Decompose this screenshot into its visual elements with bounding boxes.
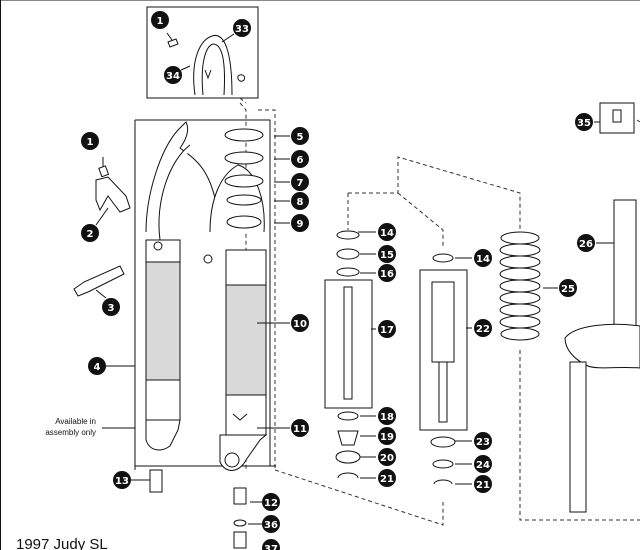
steerer-crown-assembly (564, 102, 640, 513)
spring-stack (499, 231, 541, 341)
svg-text:19: 19 (380, 432, 394, 443)
svg-text:21: 21 (380, 474, 394, 485)
availability-note-line1: Available in (55, 417, 96, 426)
svg-text:14: 14 (476, 254, 490, 265)
svg-text:34: 34 (166, 71, 180, 82)
svg-text:18: 18 (380, 412, 394, 423)
svg-text:15: 15 (380, 250, 394, 261)
callout-14-right: 14 (474, 249, 492, 267)
svg-text:36: 36 (264, 520, 278, 531)
callout-11: 11 (291, 419, 309, 437)
svg-text:7: 7 (297, 178, 304, 189)
callout-22: 22 (474, 319, 492, 337)
svg-text:14: 14 (380, 228, 394, 239)
svg-text:23: 23 (476, 437, 490, 448)
callout-2: 2 (81, 224, 99, 242)
callout-35: 35 (575, 113, 593, 131)
callout-5: 5 (291, 127, 309, 145)
svg-text:1: 1 (87, 137, 94, 148)
callout-21-right: 21 (474, 475, 492, 493)
callout-1: 1 (81, 132, 99, 150)
callout-26: 26 (577, 234, 595, 252)
callout-33: 33 (233, 19, 251, 37)
svg-text:4: 4 (94, 362, 101, 373)
svg-text:8: 8 (297, 197, 304, 208)
diagram-title: 1997 Judy SL (16, 536, 108, 550)
svg-text:2: 2 (87, 229, 94, 240)
svg-text:20: 20 (380, 453, 394, 464)
svg-text:5: 5 (297, 132, 304, 143)
svg-text:22: 22 (476, 324, 490, 335)
cartridge-right (419, 253, 468, 485)
left-hardware (73, 165, 247, 549)
svg-text:12: 12 (264, 498, 278, 509)
callout-16: 16 (378, 264, 396, 282)
callout-6: 6 (291, 150, 309, 168)
part-callouts: 1 33 34 1 2 3 4 5 6 7 8 9 10 11 12 13 36… (81, 11, 595, 550)
svg-text:17: 17 (380, 325, 394, 336)
callout-1-inset: 1 (151, 11, 169, 29)
svg-text:26: 26 (579, 239, 593, 250)
svg-text:3: 3 (108, 303, 115, 314)
leader-lines (95, 32, 614, 525)
svg-text:11: 11 (293, 424, 307, 435)
callout-13: 13 (113, 471, 131, 489)
callout-18: 18 (378, 407, 396, 425)
callout-34: 34 (164, 66, 182, 84)
svg-text:25: 25 (561, 284, 575, 295)
cartridge-left (324, 230, 373, 479)
callout-4: 4 (88, 357, 106, 375)
seal-stack (224, 128, 264, 229)
assembly-outline (134, 119, 276, 470)
svg-text:9: 9 (297, 219, 304, 230)
svg-text:35: 35 (577, 118, 591, 129)
callout-12: 12 (262, 493, 280, 511)
svg-text:6: 6 (297, 155, 304, 166)
svg-text:33: 33 (235, 24, 249, 35)
callout-20: 20 (378, 448, 396, 466)
callout-36: 36 (262, 515, 280, 533)
callout-14-left: 14 (378, 223, 396, 241)
svg-text:13: 13 (115, 476, 129, 487)
svg-text:16: 16 (380, 269, 394, 280)
svg-text:1: 1 (157, 16, 164, 27)
callout-15: 15 (378, 245, 396, 263)
callout-8: 8 (291, 192, 309, 210)
svg-text:24: 24 (476, 460, 490, 471)
fork-lower-legs (145, 121, 268, 471)
availability-note-line2: assembly only (45, 428, 96, 437)
svg-text:21: 21 (476, 480, 490, 491)
svg-text:10: 10 (293, 319, 307, 330)
callout-23: 23 (474, 432, 492, 450)
callout-19: 19 (378, 427, 396, 445)
svg-text:37: 37 (264, 544, 278, 550)
callout-7: 7 (291, 173, 309, 191)
assembly-guide-lines (239, 97, 640, 526)
callout-17: 17 (378, 320, 396, 338)
callout-9: 9 (291, 214, 309, 232)
callout-37: 37 (262, 539, 280, 550)
callout-25: 25 (559, 279, 577, 297)
callout-3: 3 (102, 298, 120, 316)
callout-10: 10 (291, 314, 309, 332)
callout-24: 24 (474, 455, 492, 473)
callout-21-left: 21 (378, 469, 396, 487)
